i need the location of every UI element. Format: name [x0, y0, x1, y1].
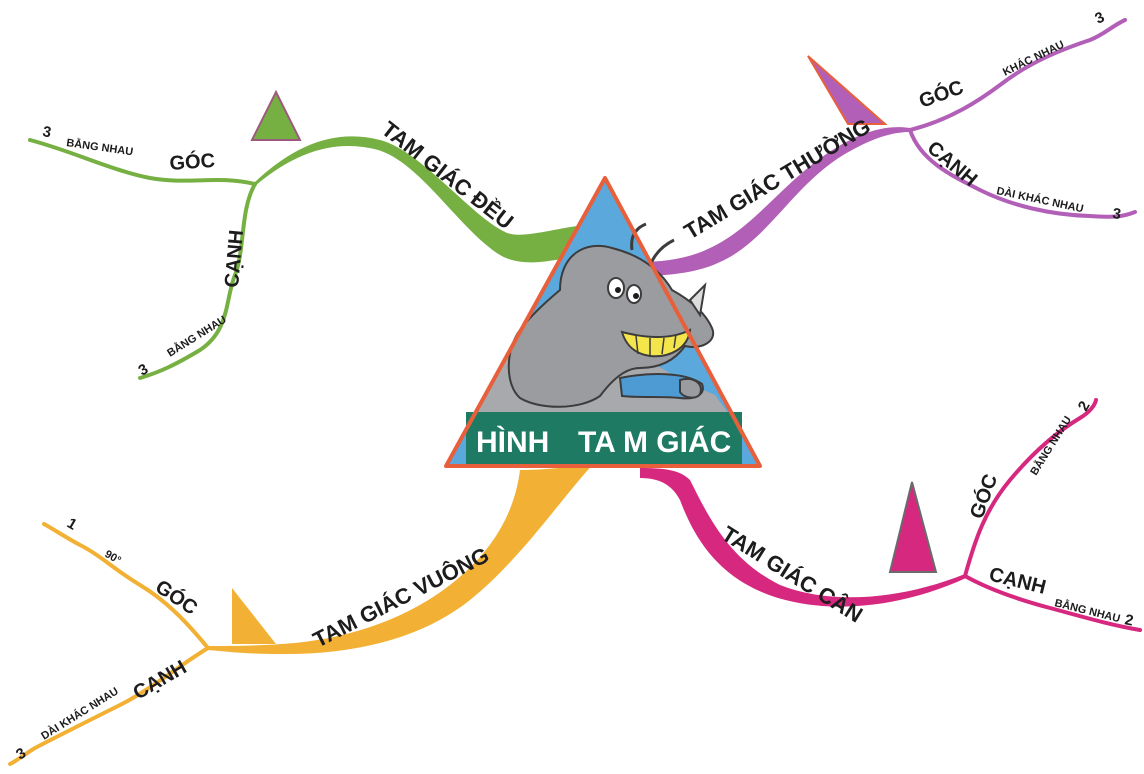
- central-triangle: HÌNH TA M GIÁC: [444, 176, 762, 468]
- can-goc-value: BẰNG NHAU: [1028, 414, 1075, 478]
- central-band: [466, 412, 742, 466]
- branch-tam-giac-thuong: TAM GIÁC THƯỜNG GÓC KHÁC NHAU 3 CẠNH DÀI…: [640, 9, 1137, 277]
- vuong-canh-value: DÀI KHÁC NHAU: [39, 685, 121, 743]
- vuong-canh-label: CẠNH: [130, 656, 191, 704]
- deu-canh-count: 3: [136, 361, 152, 380]
- deu-goc-label: GÓC: [169, 148, 216, 175]
- can-canh-value: BẰNG NHAU: [1053, 596, 1121, 625]
- can-canh-label: CẠNH: [987, 564, 1048, 599]
- vuong-goc-value: 90°: [103, 548, 123, 567]
- branch-thuong-canh: [908, 128, 1137, 219]
- branch-deu-main: [255, 136, 585, 263]
- branch-deu-goc: [28, 138, 257, 186]
- deu-canh-label: CẠNH: [221, 229, 248, 288]
- branch-thuong-goc: [908, 18, 1127, 132]
- branch-vuong-main: [208, 462, 595, 655]
- deu-label: TAM GIÁC ĐỀU: [377, 116, 518, 234]
- central-border: [444, 176, 762, 468]
- branch-thuong-main: [640, 127, 910, 277]
- thuong-goc-label: GÓC: [916, 75, 967, 113]
- thuong-canh-count: 3: [1111, 205, 1122, 223]
- thuong-label: TAM GIÁC THƯỜNG: [680, 113, 875, 244]
- thuong-goc-value: KHÁC NHAU: [1001, 38, 1067, 79]
- central-title-right: TA M GIÁC: [578, 425, 731, 459]
- branch-vuong-canh: [8, 646, 210, 766]
- branch-can-canh: [963, 574, 1142, 632]
- vuong-goc-count: 1: [64, 515, 80, 534]
- branch-tam-giac-deu: TAM GIÁC ĐỀU GÓC BẰNG NHAU 3 CẠNH BẰNG N…: [28, 89, 585, 380]
- purple-triangle-icon: [807, 55, 888, 125]
- deu-goc-count: 3: [41, 123, 52, 141]
- can-goc-count: 2: [1075, 398, 1094, 414]
- magenta-triangle-icon: [888, 481, 938, 573]
- branch-can-main: [640, 468, 966, 607]
- central-title-left: HÌNH: [476, 425, 549, 459]
- orange-triangle-icon: [232, 588, 276, 644]
- branch-can-goc: [963, 398, 1098, 578]
- branch-deu-canh: [138, 182, 257, 380]
- thuong-canh-label: CẠNH: [923, 137, 981, 191]
- thuong-goc-count: 3: [1092, 9, 1107, 28]
- branch-vuong-goc: [42, 522, 210, 650]
- green-triangle-icon: [250, 89, 302, 141]
- can-canh-count: 2: [1123, 611, 1135, 629]
- branch-tam-giac-vuong: TAM GIÁC VUÔNG GÓC 90° 1 CẠNH DÀI KHÁC N…: [8, 462, 595, 766]
